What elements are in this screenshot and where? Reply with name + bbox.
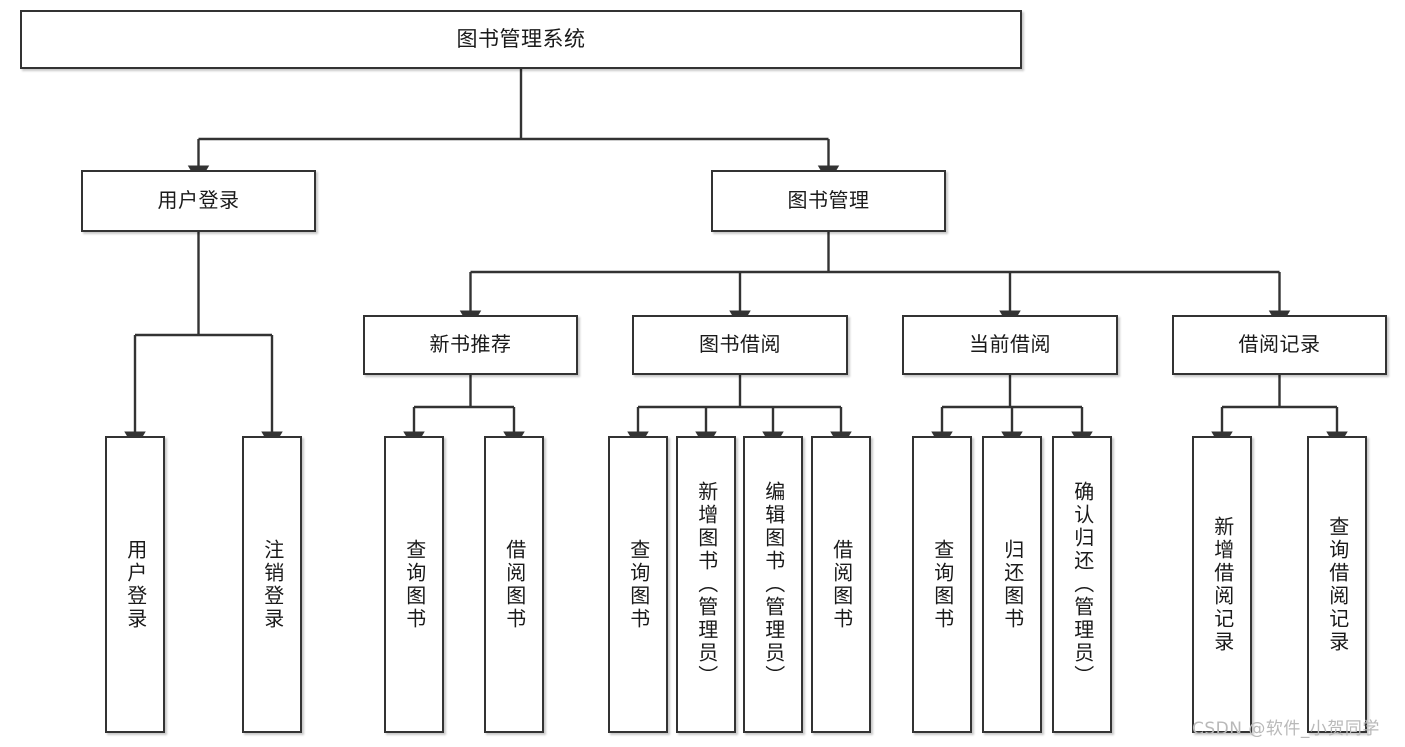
node-bor-query[interactable]: 查询图书 — [608, 436, 668, 733]
node-label: 查询图书 — [930, 538, 955, 631]
node-records[interactable]: 借阅记录 — [1172, 315, 1387, 375]
watermark-text: CSDN @软件_小贺同学 — [1192, 719, 1380, 739]
node-borrow[interactable]: 图书借阅 — [632, 315, 848, 375]
node-label: 查询图书 — [402, 538, 427, 631]
node-label: 归还图书 — [1000, 538, 1025, 631]
node-login-in[interactable]: 用户登录 — [105, 436, 165, 733]
node-label: 编辑图书（管理员） — [761, 481, 786, 688]
node-bor-add[interactable]: 新增图书（管理员） — [676, 436, 736, 733]
node-label: 查询图书 — [626, 538, 651, 631]
node-login-out[interactable]: 注销登录 — [242, 436, 302, 733]
node-label: 新增图书（管理员） — [694, 481, 719, 688]
node-rec-add[interactable]: 新增借阅记录 — [1192, 436, 1252, 733]
node-root[interactable]: 图书管理系统 — [20, 10, 1022, 69]
node-rec-query[interactable]: 查询借阅记录 — [1307, 436, 1367, 733]
node-label: 借阅图书 — [829, 538, 854, 631]
node-new-query[interactable]: 查询图书 — [384, 436, 444, 733]
node-label: 当前借阅 — [969, 332, 1051, 357]
node-label: 用户登录 — [157, 188, 240, 213]
node-new-borrow[interactable]: 借阅图书 — [484, 436, 544, 733]
node-label: 查询借阅记录 — [1325, 515, 1350, 654]
node-label: 确认归还（管理员） — [1070, 481, 1095, 688]
node-current[interactable]: 当前借阅 — [902, 315, 1118, 375]
node-label: 图书管理 — [787, 188, 870, 213]
node-label: 图书借阅 — [699, 332, 781, 357]
node-label: 注销登录 — [260, 538, 285, 631]
node-label: 借阅图书 — [502, 538, 527, 631]
node-bor-edit[interactable]: 编辑图书（管理员） — [743, 436, 803, 733]
node-login[interactable]: 用户登录 — [81, 170, 316, 232]
node-label: 借阅记录 — [1238, 332, 1321, 357]
node-label: 图书管理系统 — [456, 27, 586, 52]
node-cur-return[interactable]: 归还图书 — [982, 436, 1042, 733]
node-label: 用户登录 — [123, 538, 148, 631]
node-label: 新书推荐 — [429, 332, 512, 357]
node-newbook[interactable]: 新书推荐 — [363, 315, 578, 375]
node-label: 新增借阅记录 — [1210, 515, 1235, 654]
node-cur-query[interactable]: 查询图书 — [912, 436, 972, 733]
node-cur-confirm[interactable]: 确认归还（管理员） — [1052, 436, 1112, 733]
node-bor-lend[interactable]: 借阅图书 — [811, 436, 871, 733]
node-bookmgmt[interactable]: 图书管理 — [711, 170, 946, 232]
